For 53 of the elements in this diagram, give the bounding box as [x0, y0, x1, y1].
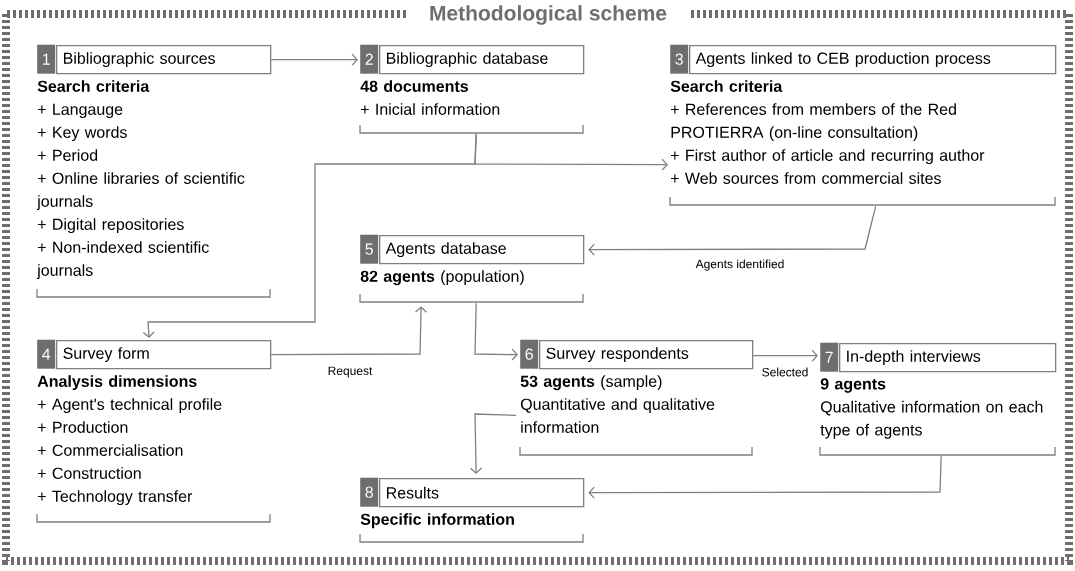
step-box: 3 Agents linked to CEB production process: [670, 44, 1057, 75]
list-item: Qualitative information on each type of agents: [820, 400, 1043, 439]
body-heading: Specific information: [360, 513, 514, 529]
number-badge: 5: [360, 234, 379, 264]
list-item: + Technology transfer: [38, 490, 193, 506]
step-box: 7 In-depth interviews: [820, 342, 1057, 373]
number-badge: 3: [670, 44, 689, 74]
list-item: + Digital repositories: [38, 218, 184, 234]
number-badge: 7: [820, 342, 839, 372]
step-box: 1 Bibliographic sources: [37, 44, 272, 75]
number-badge: 1: [37, 44, 56, 74]
arrow: [270, 306, 428, 356]
list-item: + First author of article and recurring author: [671, 149, 985, 165]
body-heading: Search criteria: [37, 80, 150, 92]
body-heading: 82 agents (population): [360, 270, 524, 286]
step-box: 8 Results: [360, 477, 585, 508]
number-badge: 2: [360, 44, 379, 74]
body-heading: 9 agents: [820, 378, 886, 393]
arrow: [752, 349, 818, 362]
edge-label: Agents identified: [694, 258, 786, 272]
body-heading: 48 documents: [360, 80, 468, 92]
step-box: 5 Agents database: [360, 234, 585, 265]
arrow: [142, 133, 477, 338]
list-item: + Commercialisation: [38, 444, 183, 456]
list-item: + Langauge: [38, 103, 123, 119]
arrow: [474, 302, 518, 361]
list-item: + Key words: [38, 126, 127, 142]
list-item: + Production: [38, 421, 128, 433]
list-item: + References from members of the Red PROTIERRA (on-line consultation): [671, 103, 956, 142]
arrow: [270, 53, 358, 66]
list-item: + Web sources from commercial sites: [671, 172, 941, 184]
step-box: 4 Survey form: [37, 339, 272, 370]
list-item: Quantitative and qualitative information: [520, 398, 715, 433]
number-badge: 8: [360, 477, 379, 507]
list-item: + Non-indexed scientific journals: [36, 241, 209, 280]
arrow: [588, 455, 942, 499]
number-badge: 6: [520, 339, 539, 369]
edge-label: Selected: [760, 366, 810, 378]
list-item: + Inicial information: [361, 103, 500, 115]
list-item: + Period: [38, 149, 98, 161]
arrow: [469, 413, 517, 474]
list-item: + Online libraries of scientific journals: [36, 172, 245, 211]
edge-label: Request: [326, 365, 374, 379]
number-badge: 4: [37, 339, 56, 369]
step-box: 6 Survey respondents: [520, 339, 754, 370]
step-box: 2 Bibliographic database: [360, 44, 585, 75]
body-heading: Search criteria: [670, 80, 783, 92]
body-heading: 53 agents (sample): [520, 375, 662, 391]
arrow: [588, 205, 877, 256]
diagram-title: Methodological scheme: [407, 2, 690, 28]
body-heading: Analysis dimensions: [37, 375, 197, 391]
list-item: + Construction: [38, 467, 141, 479]
list-item: + Agent's technical profile: [38, 398, 222, 414]
